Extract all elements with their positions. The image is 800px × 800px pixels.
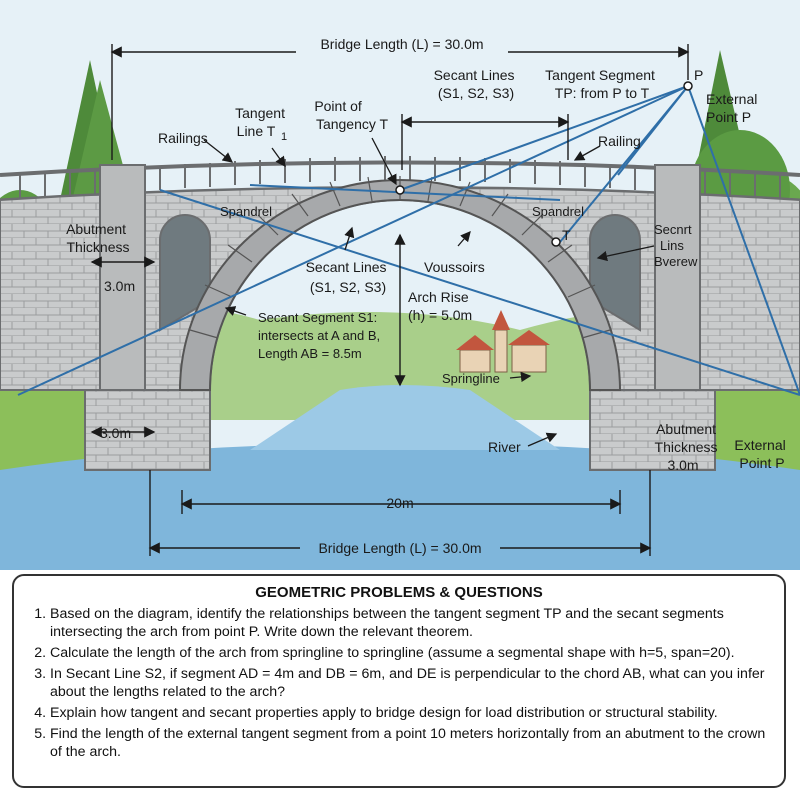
spandrel-left-label: Spandrel [220, 204, 272, 219]
p-label: P [694, 67, 703, 83]
questions-list: Based on the diagram, identify the relat… [28, 605, 770, 761]
village [456, 310, 550, 373]
railings-label: Railings [158, 130, 208, 146]
questions-title: GEOMETRIC PROBLEMS & QUESTIONS [255, 584, 543, 601]
external-point-top-label: External Point P [706, 91, 761, 125]
bridge-length-top-label: Bridge Length (L) = 30.0m [320, 36, 483, 52]
springline-label: Springline [442, 371, 500, 386]
bridge-length-bottom-bg [300, 538, 500, 558]
river-label: River [488, 439, 521, 455]
secant-lines-center-label: Secant Lines (S1, S2, S3) [306, 259, 391, 295]
tangent-segment-label: Tangent Segment TP: from P to T [545, 67, 659, 101]
right-abutment [589, 389, 716, 471]
arch-rise-label: Arch Rise (h) = 5.0m [408, 289, 473, 323]
external-point-right-label: External Point P [734, 437, 789, 471]
span-20m-label: 20m [386, 495, 413, 511]
question-4: Explain how tangent and secant propertie… [50, 704, 770, 722]
point-t-right [551, 237, 561, 247]
abutment-thickness-right-label: Abutment Thickness 3.0m [655, 421, 722, 473]
tangent-subscript: 1 [281, 131, 287, 143]
bridge-length-top-bg [296, 34, 508, 54]
question-5: Find the length of the external tangent … [50, 725, 770, 761]
tangent-line-label: Tangent Line T [235, 105, 289, 139]
dim-3m-left-lower: 3.0m [100, 425, 131, 441]
railing-label: Railing [598, 133, 641, 149]
questions-panel: GEOMETRIC PROBLEMS & QUESTIONS Based on … [12, 574, 786, 788]
t-label: T [562, 227, 571, 243]
river-far [250, 385, 560, 450]
secant-segment-s1-label: Secant Segment S1: intersects at A and B… [258, 310, 384, 361]
right-pier [654, 164, 701, 391]
point-p [683, 81, 693, 91]
spandrel-right-label: Spandrel [532, 204, 584, 219]
spandrel-opening-right [589, 214, 641, 332]
voussoirs-label: Voussoirs [424, 259, 485, 275]
point-of-tangency-label: Point of Tangency T [314, 98, 388, 132]
voussoir-joints [189, 176, 611, 339]
question-2: Calculate the length of the arch from sp… [50, 644, 770, 662]
question-1: Based on the diagram, identify the relat… [50, 605, 770, 641]
secant-lines-top-label: Secant Lines (S1, S2, S3) [434, 67, 519, 101]
geometry-lines [17, 85, 800, 396]
bridge-diagram: Bridge Length (L) = 30.0m Secant Lines (… [0, 0, 800, 570]
left-pier [99, 164, 146, 391]
question-3: In Secant Line S2, if segment AD = 4m an… [50, 665, 770, 701]
dim-3m-left-upper: 3.0m [104, 278, 135, 294]
pointer-lines [203, 137, 655, 447]
spandrel-opening-left [159, 214, 211, 332]
bridge-length-bottom-label: Bridge Length (L) = 30.0m [318, 540, 481, 556]
point-t-crown [395, 185, 405, 195]
abutment-thickness-left-label: Abutment Thickness [66, 221, 130, 255]
secant-garbled-label: Secnrt Lins Bverew [654, 222, 698, 269]
